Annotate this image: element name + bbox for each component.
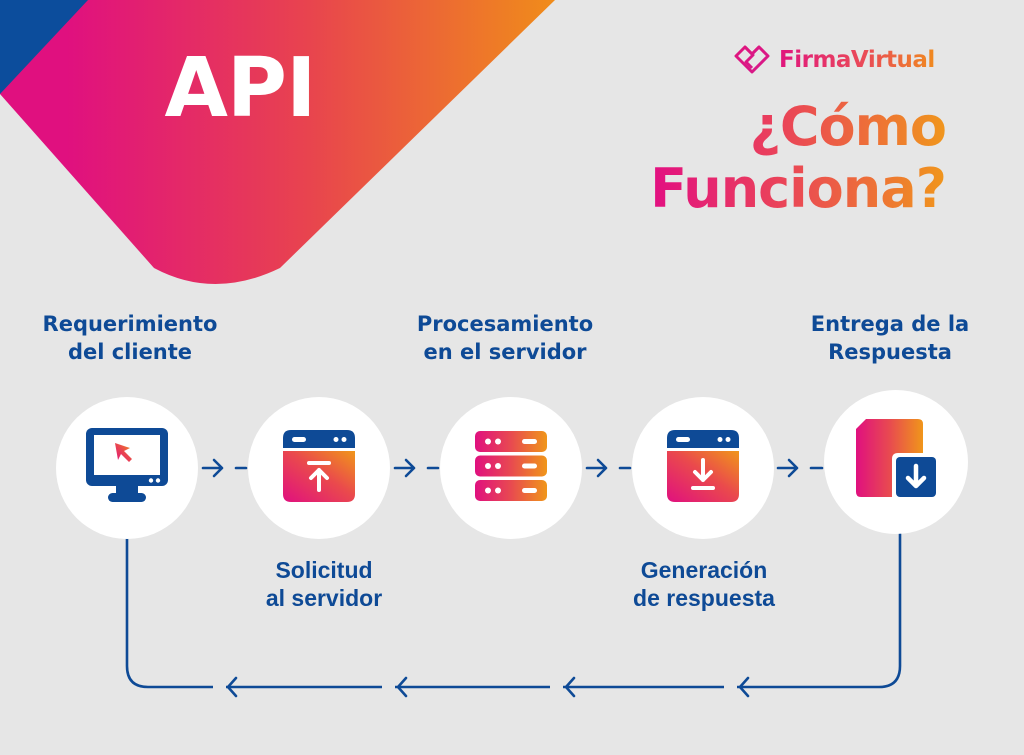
- step-5-circle: [824, 390, 968, 534]
- banner-corner: [0, 0, 88, 94]
- step-label-4: Generación de respuesta: [604, 556, 804, 612]
- step-label-3: Procesamiento en el servidor: [400, 310, 610, 366]
- step-4-line-2: de respuesta: [633, 585, 775, 611]
- step-1-line-2: del cliente: [67, 340, 193, 364]
- brand-name: FirmaVirtual: [779, 47, 935, 73]
- arrow-right-1: [201, 458, 248, 478]
- arrow-right-3: [585, 458, 632, 478]
- headline-line-1: ¿Cómo: [749, 95, 946, 158]
- api-banner: [0, 0, 555, 284]
- arrow-left-1: [738, 676, 750, 698]
- step-label-1: Requerimiento del cliente: [28, 310, 232, 366]
- browser-download-icon: [667, 430, 739, 506]
- headline-line-2: Funciona?: [650, 157, 946, 220]
- browser-upload-icon: [283, 430, 355, 506]
- step-label-2: Solicitud al servidor: [236, 556, 412, 612]
- server-stack-icon: [475, 431, 547, 505]
- step-5-line-1: Entrega de la: [810, 312, 970, 336]
- step-3-line-2: en el servidor: [423, 340, 587, 364]
- banner-shape: [0, 0, 555, 284]
- step-2-line-1: Solicitud: [275, 557, 373, 583]
- api-title: API: [164, 41, 316, 136]
- monitor-cursor-icon: [84, 426, 170, 510]
- brand-logo: FirmaVirtual: [733, 42, 935, 78]
- headline: ¿Cómo Funciona?: [650, 96, 946, 220]
- arrow-left-3: [396, 676, 408, 698]
- arrow-right-2: [393, 458, 440, 478]
- step-2-line-2: al servidor: [265, 585, 383, 611]
- step-1-line-1: Requerimiento: [42, 312, 218, 336]
- arrow-left-4: [226, 676, 238, 698]
- step-4-circle: [632, 397, 774, 539]
- step-1-circle: [56, 397, 198, 539]
- step-label-5: Entrega de la Respuesta: [792, 310, 988, 366]
- step-4-line-1: Generación: [640, 557, 768, 583]
- step-2-circle: [248, 397, 390, 539]
- document-download-icon: [856, 419, 936, 505]
- heart-diamond-logo-icon: [733, 42, 771, 78]
- step-5-line-2: Respuesta: [828, 340, 952, 364]
- arrow-left-2: [564, 676, 576, 698]
- step-3-circle: [440, 397, 582, 539]
- step-3-line-1: Procesamiento: [416, 312, 594, 336]
- arrow-right-4: [776, 458, 824, 478]
